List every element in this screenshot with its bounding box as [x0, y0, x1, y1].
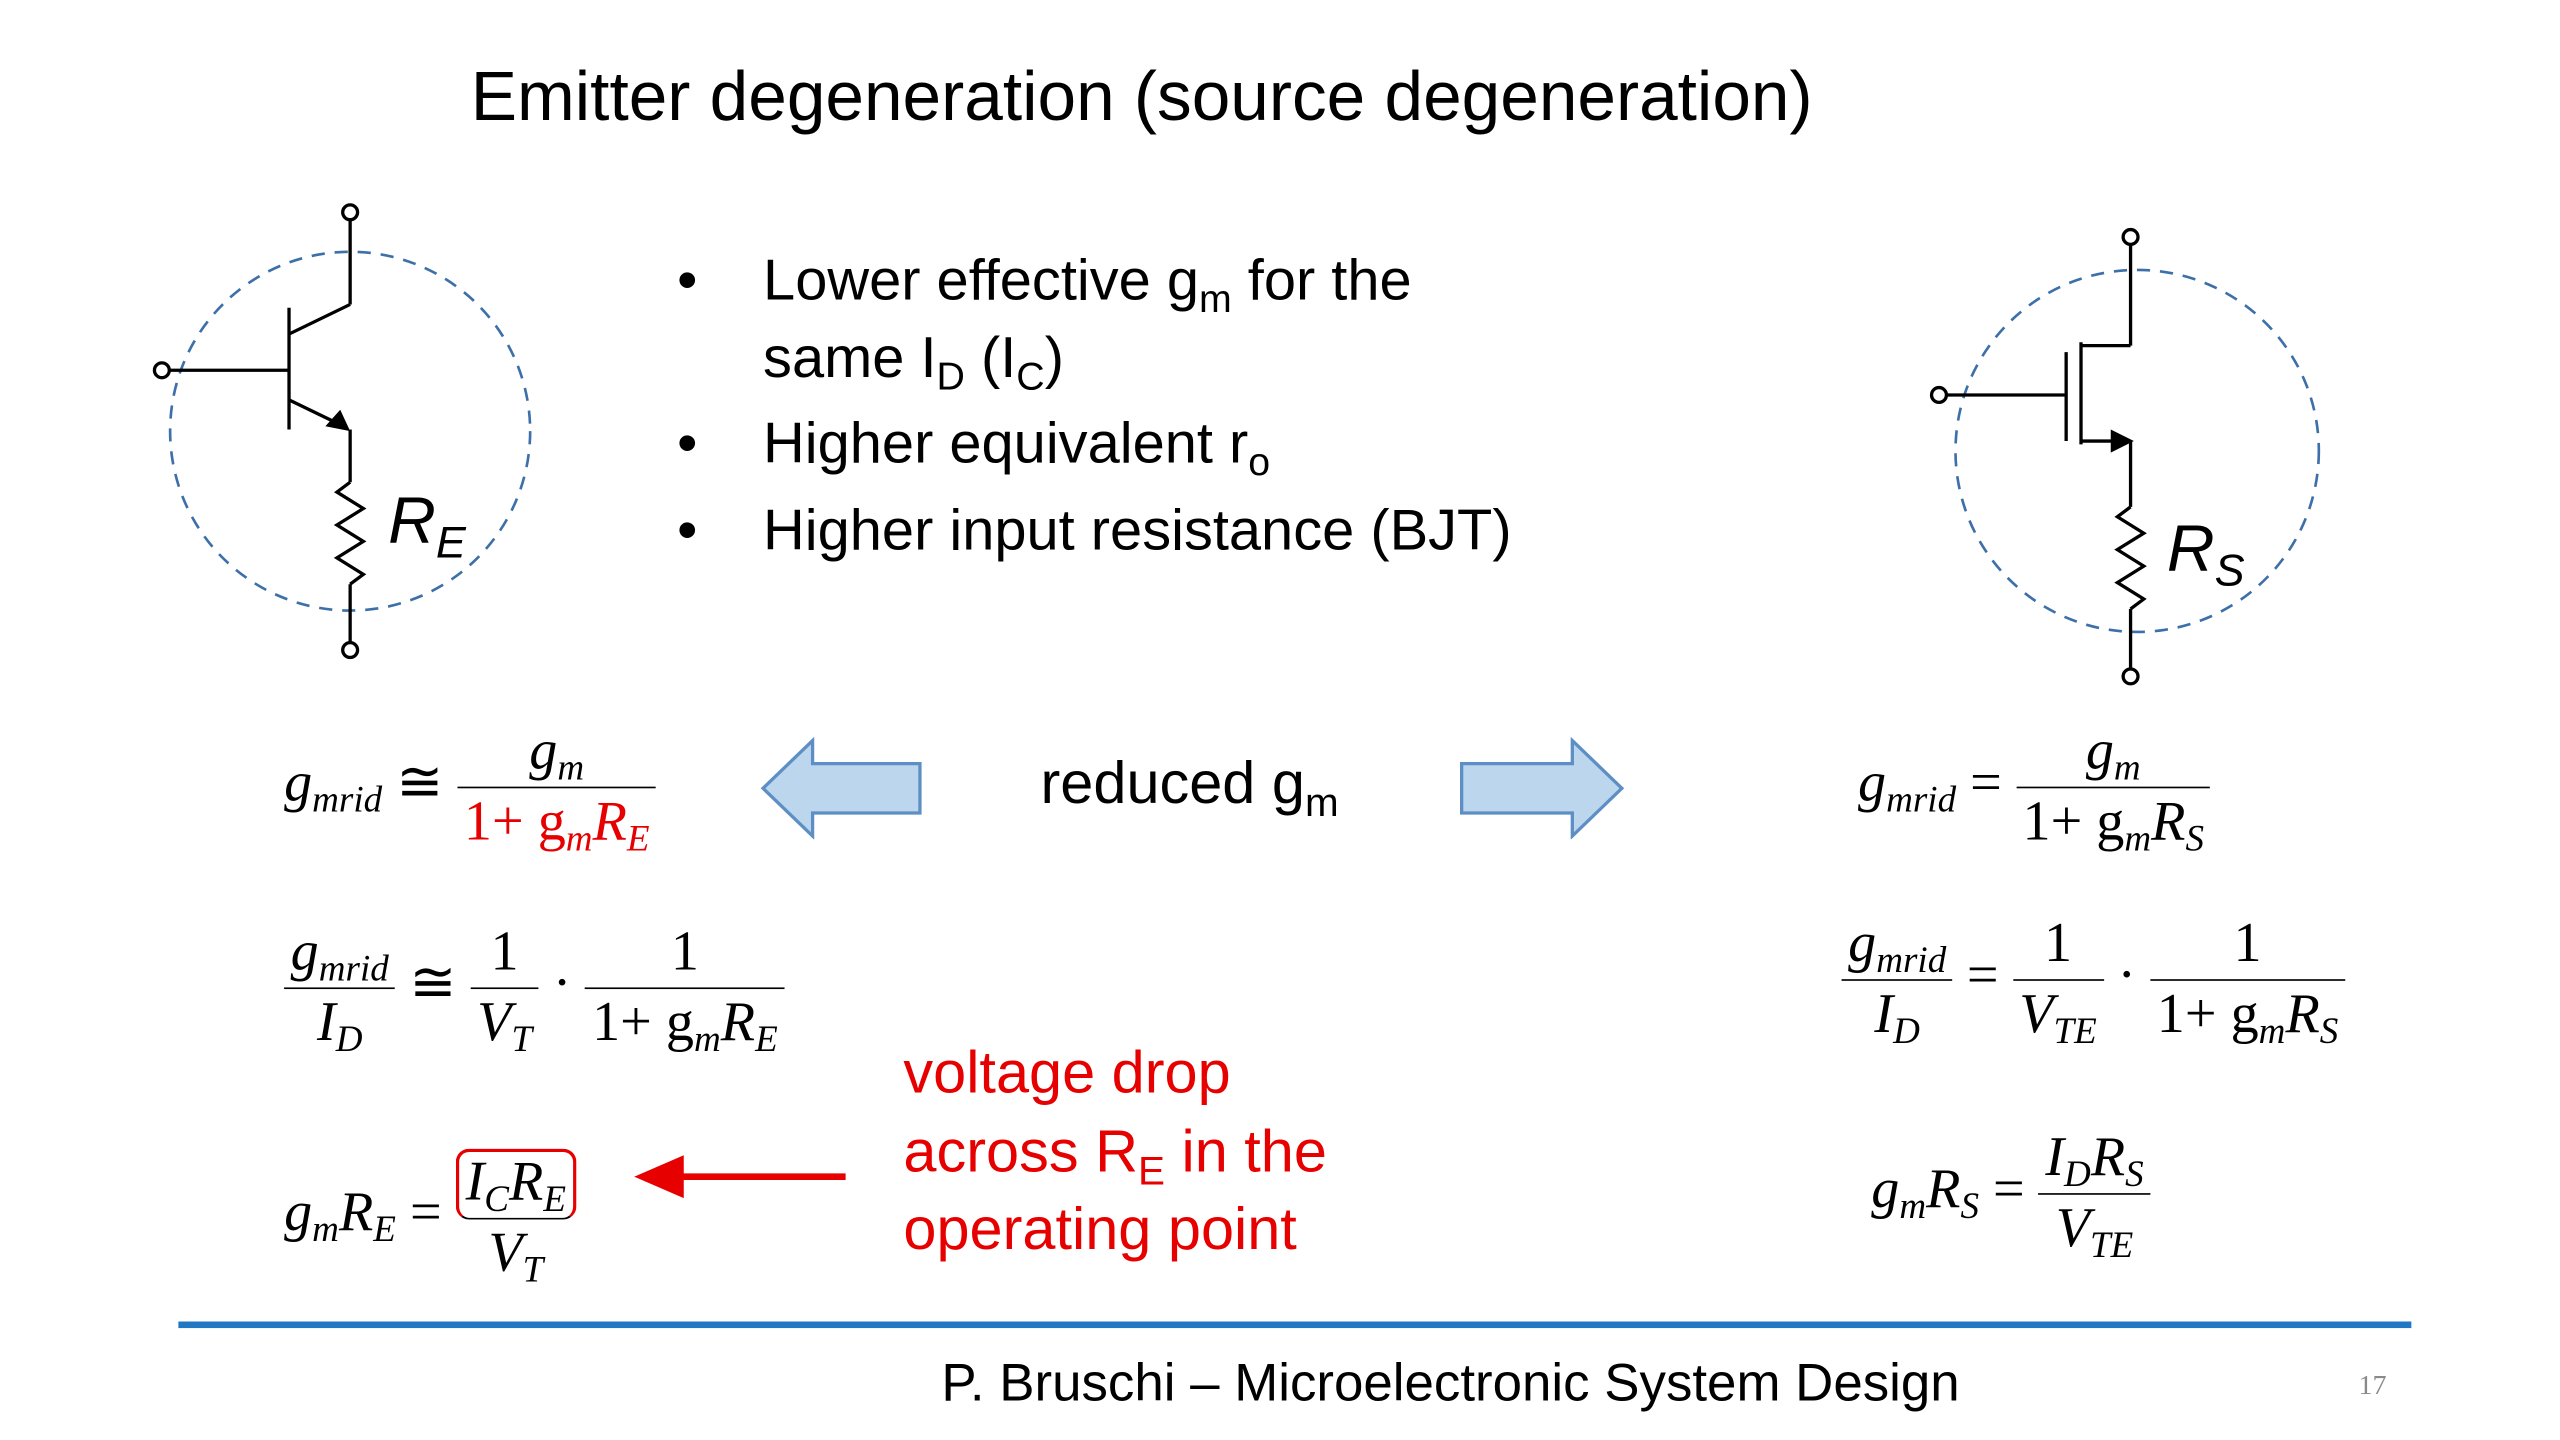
bullet-subscript: C [1016, 354, 1045, 399]
bullet-subscript: o [1248, 440, 1271, 485]
highlight-box: ICRE [455, 1148, 576, 1220]
bullet-text: (I [964, 325, 1017, 390]
bullet-dot-icon: • [677, 497, 698, 563]
bullet-text: Higher input resistance (BJT) [763, 497, 1512, 563]
red-pointer-arrow-icon [634, 1155, 846, 1199]
source-arrow-icon [2110, 429, 2134, 453]
annotation-line: across RE in the [903, 1116, 1327, 1194]
base-terminal [152, 361, 171, 380]
bullet-text: for the [1231, 248, 1412, 313]
right-resistor-label: RS [2166, 513, 2245, 596]
right-eq1: gmrid = gm 1+ gmRS [1858, 721, 2211, 856]
drain-terminal [2121, 227, 2140, 247]
bullet-subscript: D [936, 354, 965, 399]
collector-terminal [341, 203, 360, 222]
right-eq2: gmrid ID = 1 VTE · 1 1+ gmRS [1841, 913, 2345, 1049]
bullet-text: Lower effective g [763, 248, 1199, 313]
bullet-item: • Lower effective gm for the same ID (IC… [677, 239, 1511, 402]
source-terminal [2121, 667, 2140, 686]
footer-rule [178, 1321, 2412, 1329]
bullet-item: • Higher equivalent ro [677, 402, 1511, 488]
mosfet-degeneration-circuit [1929, 227, 2321, 686]
left-arrow-icon [760, 737, 922, 840]
reduced-gm-label: reduced gm [1040, 748, 1339, 826]
bullet-dot-icon: • [677, 248, 698, 313]
emitter-terminal [341, 641, 360, 660]
voltage-drop-annotation: voltage drop across RE in the operating … [903, 1033, 1327, 1268]
footer-text: P. Bruschi – Microelectronic System Desi… [941, 1352, 1960, 1413]
page-number: 17 [2358, 1369, 2387, 1401]
left-eq2: gmrid ID ≅ 1 VT · 1 1+ gmRE [284, 922, 785, 1057]
bjt-degeneration-circuit [152, 203, 532, 660]
gate-terminal [1929, 385, 1949, 405]
annotation-line: voltage drop [903, 1038, 1231, 1106]
resistor-icon [333, 480, 367, 586]
annotation-line: operating point [903, 1194, 1297, 1263]
right-arrow-icon [1460, 737, 1625, 840]
bullet-text: same I [763, 325, 937, 390]
slide-title: Emitter degeneration (source degeneratio… [470, 57, 1813, 135]
left-eq3: gmRE = ICRE VT [284, 1148, 576, 1288]
bullet-dot-icon: • [677, 411, 698, 476]
right-eq3: gmRS = IDRS VTE [1871, 1127, 2151, 1263]
bullet-subscript: m [1198, 277, 1232, 322]
bullet-item: • Higher input resistance (BJT) [677, 488, 1511, 574]
bullet-text: ) [1044, 325, 1064, 390]
bullet-text: Higher equivalent r [763, 411, 1249, 476]
left-eq1: gmrid ≅ gm 1+ gmRE [284, 721, 657, 856]
dashed-circle [1954, 268, 2321, 634]
bullet-list: • Lower effective gm for the same ID (IC… [677, 239, 1511, 575]
emitter-arrow-icon [325, 409, 351, 432]
left-resistor-label: RE [388, 485, 466, 568]
bullet-line2: same ID (IC) [763, 315, 1512, 401]
resistor-icon [2114, 505, 2147, 611]
